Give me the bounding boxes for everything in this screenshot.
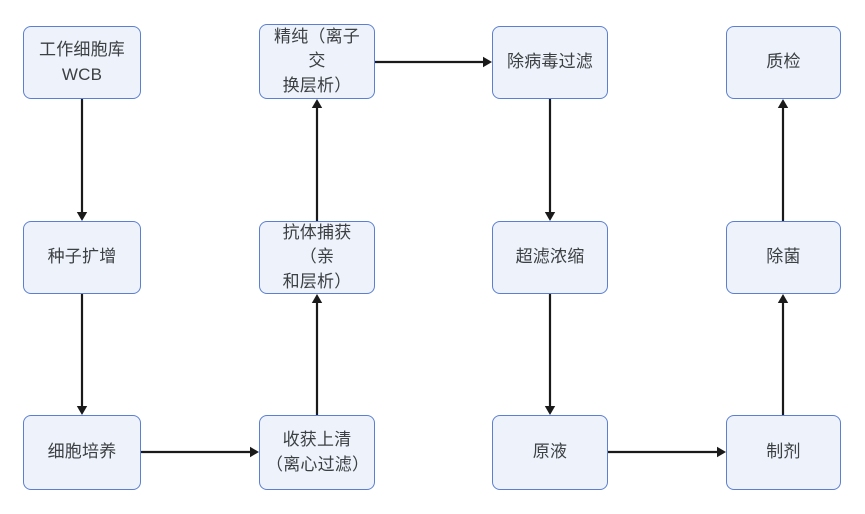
node-capture[interactable]: 抗体捕获（亲 和层析）: [259, 221, 375, 294]
arrow-head-icon: [777, 99, 789, 108]
node-culture[interactable]: 细胞培养: [23, 415, 141, 490]
arrow-head-icon: [311, 99, 323, 108]
edge-seed-to-culture: [76, 294, 88, 415]
edge-purify-to-viral: [375, 56, 492, 68]
edge-capture-to-purify: [311, 99, 323, 221]
edge-culture-to-harvest: [141, 446, 259, 458]
arrow-head-icon: [544, 212, 556, 221]
edge-bulk-to-formulate: [608, 446, 726, 458]
node-purify[interactable]: 精纯（离子交 换层析）: [259, 24, 375, 99]
arrow-head-icon: [717, 446, 726, 458]
node-harvest[interactable]: 收获上清 （离心过滤）: [259, 415, 375, 490]
node-wcb[interactable]: 工作细胞库 WCB: [23, 26, 141, 99]
arrow-head-icon: [76, 406, 88, 415]
arrow-head-icon: [76, 212, 88, 221]
arrow-head-icon: [777, 294, 789, 303]
edge-formulate-to-sterile: [777, 294, 789, 415]
node-bulk[interactable]: 原液: [492, 415, 608, 490]
node-sterile[interactable]: 除菌: [726, 221, 841, 294]
edge-wcb-to-seed: [76, 99, 88, 221]
edge-viral-to-uf: [544, 99, 556, 221]
edge-harvest-to-capture: [311, 294, 323, 415]
arrow-head-icon: [483, 56, 492, 68]
node-formulate[interactable]: 制剂: [726, 415, 841, 490]
arrow-head-icon: [311, 294, 323, 303]
node-viral[interactable]: 除病毒过滤: [492, 26, 608, 99]
node-seed[interactable]: 种子扩增: [23, 221, 141, 294]
arrow-head-icon: [250, 446, 259, 458]
edge-sterile-to-qc: [777, 99, 789, 221]
node-qc[interactable]: 质检: [726, 26, 841, 99]
arrow-head-icon: [544, 406, 556, 415]
node-uf[interactable]: 超滤浓缩: [492, 221, 608, 294]
edge-uf-to-bulk: [544, 294, 556, 415]
